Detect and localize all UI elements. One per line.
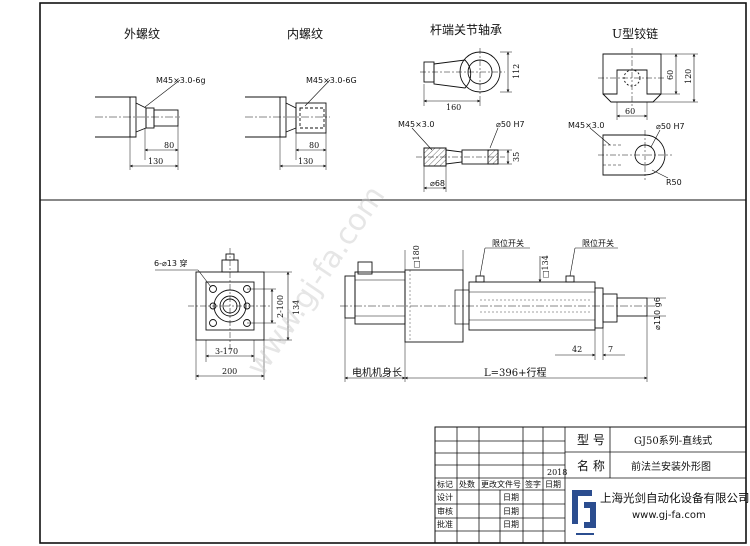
approve-date-label: 日期 xyxy=(503,520,519,529)
title-block xyxy=(434,426,747,544)
actuator-side-view: □180 □134 限位开关 限位开关 ⌀110 g6 42 7 电机机身长 L… xyxy=(340,238,666,382)
flange-width: 200 xyxy=(222,367,237,376)
internal-thread-dim-80: 80 xyxy=(309,141,319,150)
rod-end-bearing-height: 112 xyxy=(512,64,521,79)
limit-switch-label-1: 限位开关 xyxy=(492,238,524,248)
rod-end-bearing-title: 杆端关节轴承 xyxy=(430,22,502,37)
review-label: 审核 xyxy=(437,506,453,516)
flange-holes-label: 6-⌀13 穿 xyxy=(154,258,188,268)
review-date-label: 日期 xyxy=(503,507,519,516)
u-clevis-dim-120: 120 xyxy=(684,69,693,84)
u-clevis-dim-60-h: 60 xyxy=(625,107,635,116)
external-thread-view: 外螺纹 M45×3.0-6g 80 130 xyxy=(95,27,206,170)
company-logo xyxy=(572,490,596,535)
stroke-length: L=396+行程 xyxy=(484,366,547,379)
flange-pitch-v: 2-100 xyxy=(276,295,285,318)
internal-thread-view: 内螺纹 M45×3.0-6G 80 130 xyxy=(245,27,357,170)
design-date-label: 日期 xyxy=(503,493,519,502)
external-thread-dim-130: 130 xyxy=(148,157,163,166)
motor-box-dim: □180 xyxy=(412,245,421,268)
u-clevis-title: U型铰链 xyxy=(612,26,658,41)
name-label: 名 称 xyxy=(577,458,605,473)
rod-end-bearing-view: 杆端关节轴承 112 160 M45×3.0 ⌀50 H7 35 ⌀68 xyxy=(398,22,525,192)
motor-body-length: 电机机身长 xyxy=(352,366,402,379)
rev-header-sign: 签字 xyxy=(525,479,541,489)
rev-header-doc: 更改文件号 xyxy=(481,479,521,489)
flange-height: 134 xyxy=(292,300,301,315)
flange-pitch-h: 3-170 xyxy=(215,347,238,356)
dim-42: 42 xyxy=(572,345,582,354)
company-url: www.gj-fa.com xyxy=(632,510,706,521)
model-value: GJ50系列-直线式 xyxy=(634,434,712,447)
internal-thread-dim-130: 130 xyxy=(298,157,313,166)
u-clevis-dim-60-v: 60 xyxy=(666,70,675,80)
rod-end-bearing-dia: ⌀68 xyxy=(430,179,445,188)
dim-7: 7 xyxy=(608,345,613,354)
rod-end-bearing-length: 160 xyxy=(446,103,461,112)
year-label: 2018 xyxy=(547,468,567,477)
u-clevis-radius: R50 xyxy=(666,178,682,187)
body-box-dim: □134 xyxy=(541,255,550,278)
rod-end-bearing-width: 35 xyxy=(512,152,521,162)
rod-dia-dim: ⌀110 g6 xyxy=(653,297,662,330)
title-block-text: 型 号 GJ50系列-直线式 名 称 前法兰安装外形图 2018 标记 处数 更… xyxy=(437,433,750,535)
external-thread-title: 外螺纹 xyxy=(124,27,160,41)
watermark: www.gj-fa.com xyxy=(240,180,393,383)
external-thread-spec: M45×3.0-6g xyxy=(156,76,206,85)
drawing-border xyxy=(39,2,747,544)
design-label: 设计 xyxy=(437,492,453,502)
limit-switch-label-2: 限位开关 xyxy=(582,238,614,248)
front-flange-view: 6-⌀13 穿 2-100 134 3-170 200 xyxy=(154,248,301,380)
internal-thread-title: 内螺纹 xyxy=(287,27,323,41)
rev-header-mark: 标记 xyxy=(437,479,453,489)
rod-end-bearing-bore: ⌀50 H7 xyxy=(496,120,525,129)
u-clevis-spec: M45×3.0 xyxy=(568,121,605,130)
rev-header-count: 处数 xyxy=(459,479,475,489)
rod-end-bearing-spec: M45×3.0 xyxy=(398,120,435,129)
internal-thread-spec: M45×3.0-6G xyxy=(306,76,357,85)
u-clevis-view: U型铰链 60 120 60 M45×3.0 ⌀50 H7 R50 xyxy=(568,26,698,187)
u-clevis-bore: ⌀50 H7 xyxy=(656,122,685,131)
external-thread-dim-80: 80 xyxy=(164,141,174,150)
rev-header-date: 日期 xyxy=(545,480,561,489)
approve-label: 批准 xyxy=(437,519,453,529)
name-value: 前法兰安装外形图 xyxy=(631,460,711,473)
model-label: 型 号 xyxy=(577,433,605,447)
company-name: 上海光剑自动化设备有限公司 xyxy=(600,491,750,505)
